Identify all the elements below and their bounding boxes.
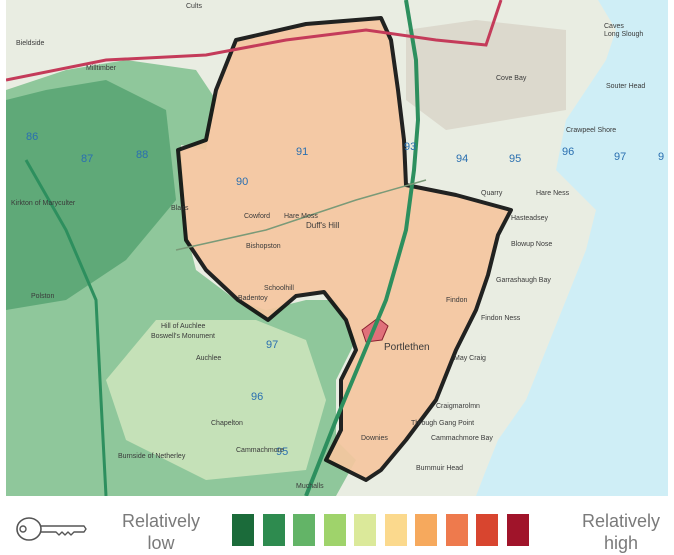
grid-number: 95 xyxy=(276,446,288,458)
place-label: Quarry xyxy=(481,190,503,197)
place-label: Hill of Auchlee xyxy=(161,323,205,330)
place-label: Through Gang Point xyxy=(411,420,474,427)
road-thin xyxy=(175,179,427,251)
place-label: Hare Moss xyxy=(284,213,318,220)
grid-number: 95 xyxy=(509,153,521,165)
grid-number: 96 xyxy=(251,391,263,403)
grid-number: 86 xyxy=(26,131,38,143)
place-label: Cammachmore xyxy=(236,447,284,454)
place-label: Hare Ness xyxy=(536,190,570,197)
place-label: Garrashaugh Bay xyxy=(496,277,551,284)
place-label: Bishopston xyxy=(246,243,281,250)
place-label: Boswell's Monument xyxy=(151,333,215,340)
grid-number: 90 xyxy=(236,176,248,188)
place-label: Schoolhill xyxy=(264,285,294,292)
legend-high-label: Relatively high xyxy=(581,511,661,553)
legend-low-label: Relatively low xyxy=(121,511,201,553)
legend-swatch xyxy=(323,514,346,546)
place-label: Findon xyxy=(446,297,468,304)
grid-number: 94 xyxy=(456,153,468,165)
road-green-west xyxy=(24,159,108,496)
grid-number: 88 xyxy=(136,149,148,161)
place-label: Cammachmore Bay xyxy=(431,435,493,442)
road-a90 xyxy=(304,0,421,496)
map[interactable]: 86 87 88 91 90 93 94 95 96 97 9 97 96 95… xyxy=(6,0,668,496)
place-label: Polston xyxy=(31,293,54,300)
key-icon xyxy=(16,517,87,541)
place-label: Blowup Nose xyxy=(511,241,552,248)
grid-number: 97 xyxy=(266,339,278,351)
place-label: Hasteadsey xyxy=(511,215,548,222)
place-label: Souter Head xyxy=(606,83,645,90)
legend-swatch xyxy=(506,514,529,546)
place-label: Cults xyxy=(186,3,202,10)
place-label: Muchalls xyxy=(296,483,324,490)
area-low-light xyxy=(106,320,326,480)
place-label: Caves xyxy=(604,23,624,30)
legend-swatch xyxy=(293,514,315,546)
area-low-dark xyxy=(6,80,176,310)
place-label: Cowford xyxy=(244,213,270,220)
place-label: Findon Ness xyxy=(481,315,521,322)
place-label: Portlethen xyxy=(384,342,430,353)
grid-number: 87 xyxy=(81,153,93,165)
legend-swatch xyxy=(445,514,468,546)
sea xyxy=(476,0,668,496)
legend-swatch xyxy=(354,514,376,546)
urban-area xyxy=(406,20,566,130)
place-label: Long Slough xyxy=(604,31,643,38)
road-red xyxy=(6,0,503,82)
place-label: Auchlee xyxy=(196,355,221,362)
place-label: Burnside of Netherley xyxy=(118,453,186,460)
place-label: Badentoy xyxy=(238,295,268,302)
place-label: Blairs xyxy=(171,205,189,212)
grid-number: 93 xyxy=(404,141,416,153)
place-label: Craigmarolmn xyxy=(436,403,480,410)
place-label: Chapelton xyxy=(211,420,243,427)
grid-number: 9 xyxy=(658,151,664,163)
grid-number: 96 xyxy=(562,146,574,158)
place-label: Cove Bay xyxy=(496,75,527,82)
area-relatively-high xyxy=(176,16,513,482)
place-label: Kirkton of Maryculter xyxy=(11,200,76,207)
legend-swatch xyxy=(476,514,498,546)
place-label: Crawpeel Shore xyxy=(566,127,616,134)
grid-number: 97 xyxy=(614,151,626,163)
place-label: Burnmuir Head xyxy=(416,465,463,472)
grid-number: 91 xyxy=(296,146,308,158)
legend-swatch xyxy=(232,514,254,546)
place-label: Downies xyxy=(361,435,388,442)
place-label: May Craig xyxy=(454,355,486,362)
place-label: Milltimber xyxy=(86,65,117,72)
place-label: Bieldside xyxy=(16,40,45,47)
legend-swatch xyxy=(262,514,285,546)
legend-swatch xyxy=(415,514,437,546)
legend-swatch xyxy=(384,514,407,546)
place-label: Duff's Hill xyxy=(306,221,340,230)
